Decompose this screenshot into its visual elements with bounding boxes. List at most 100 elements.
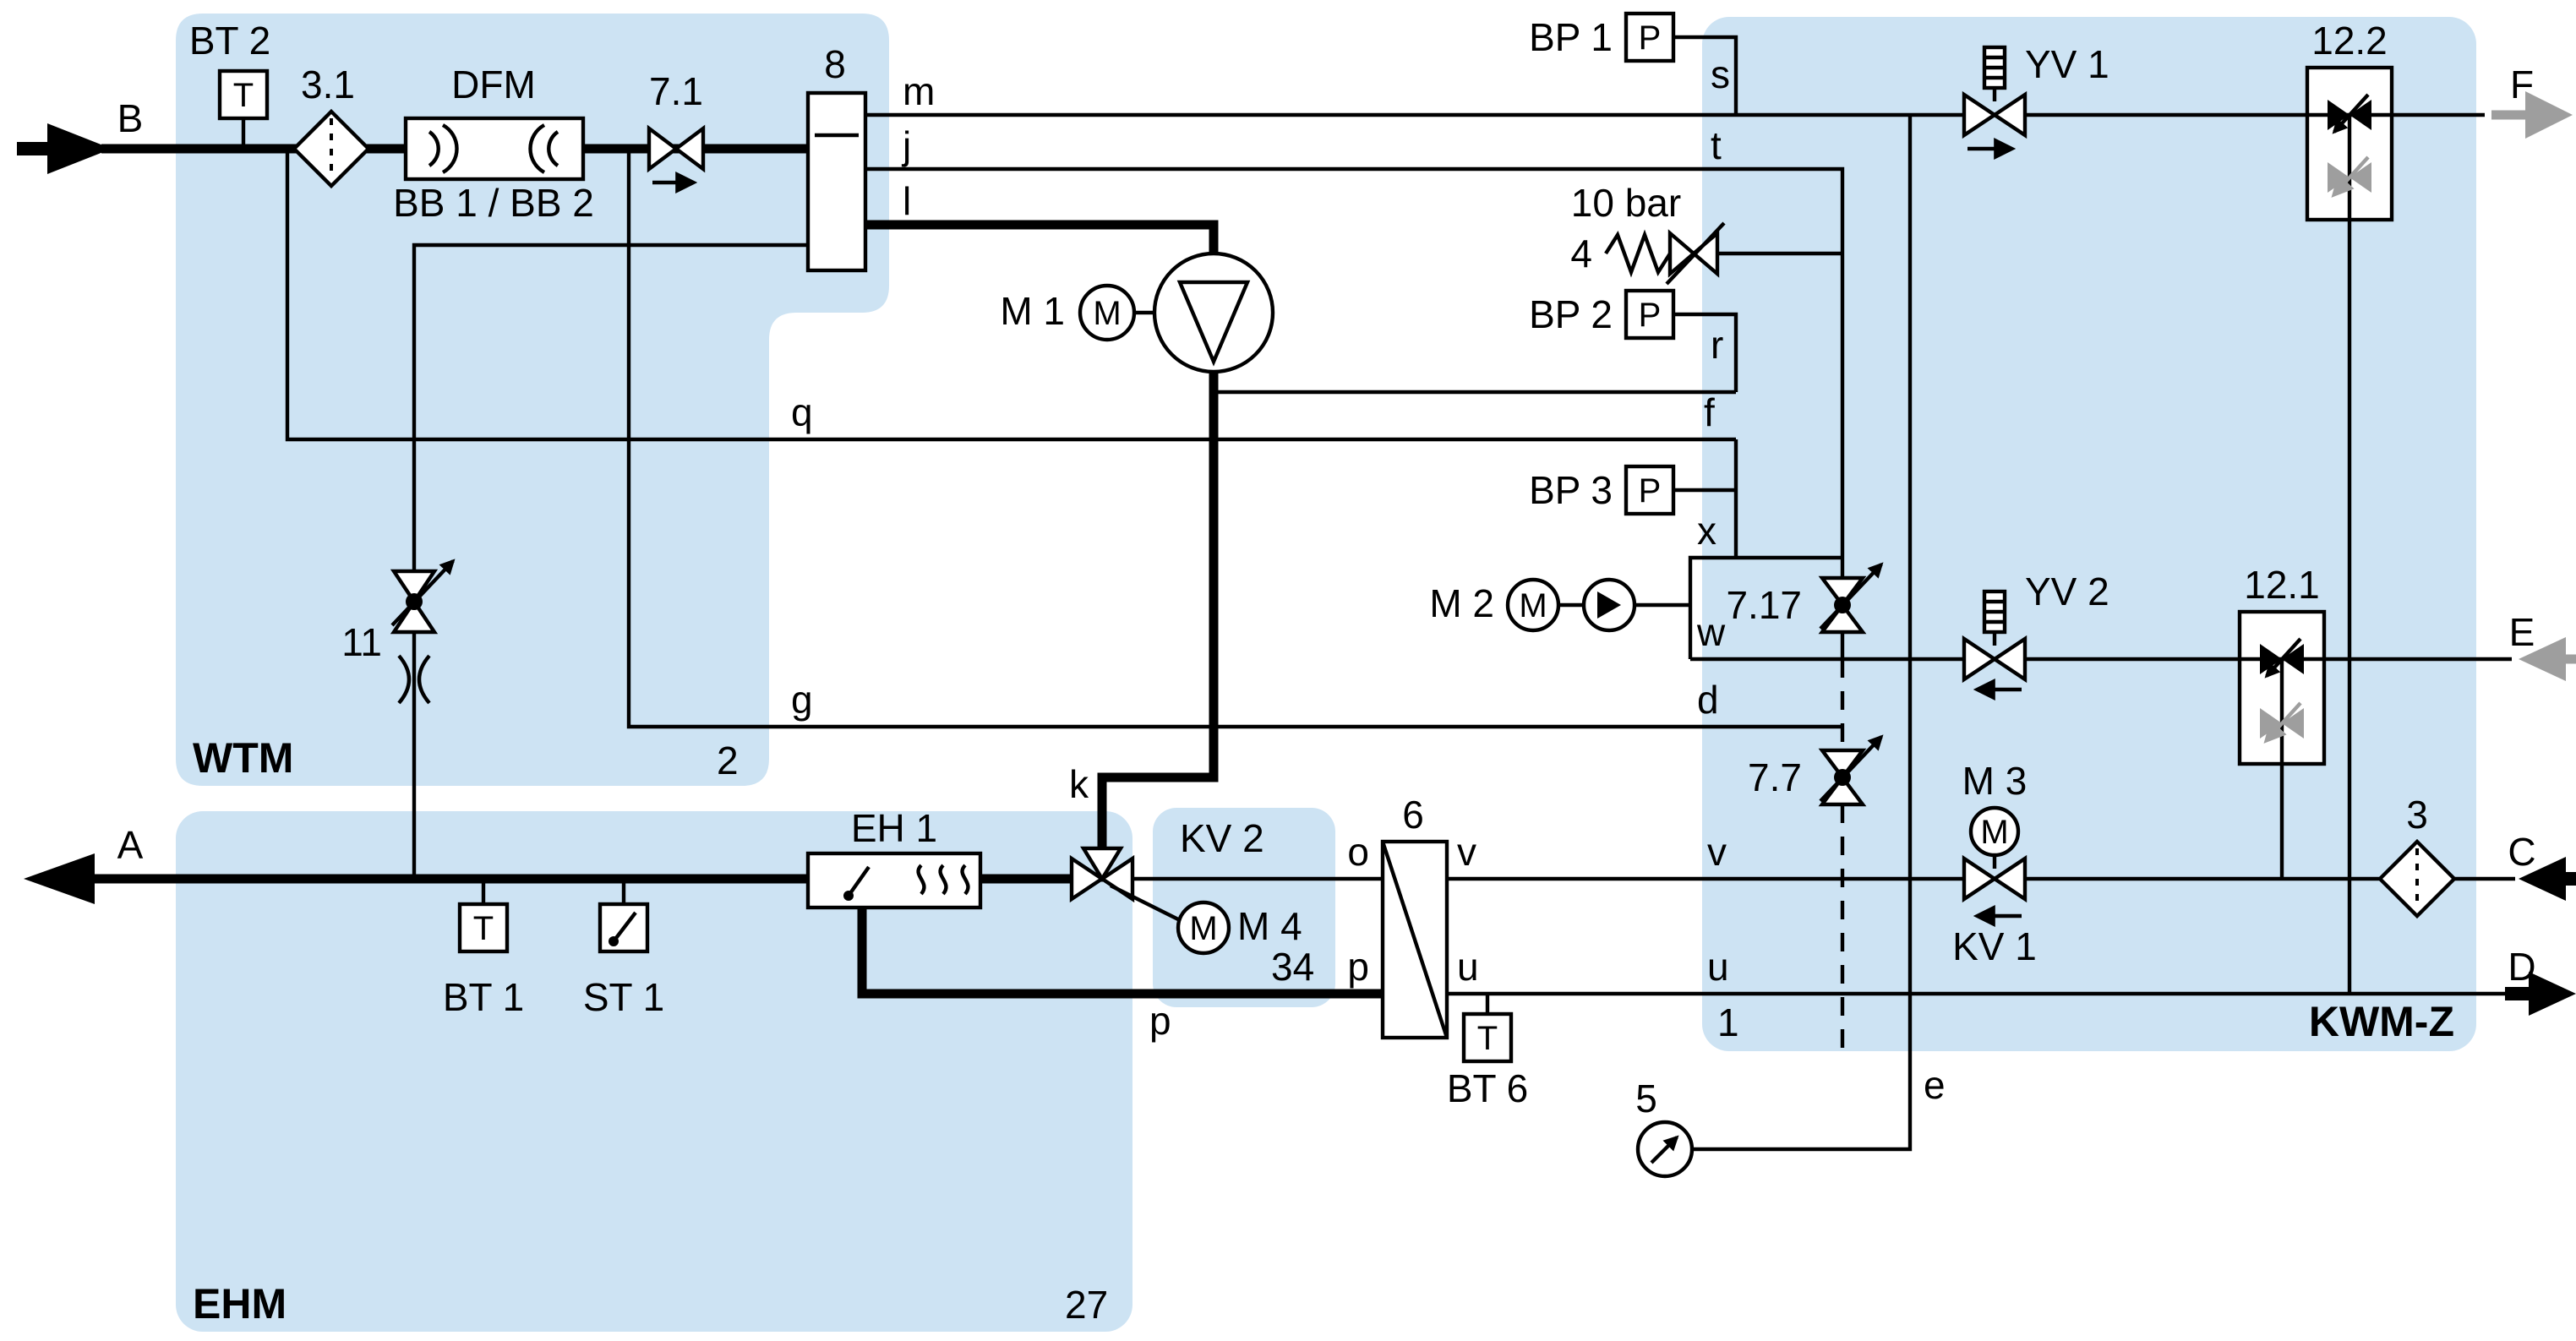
port-b-label: B bbox=[117, 96, 144, 140]
module-labels: WTM 2 EHM 27 KV 2 34 1 KWM-Z bbox=[193, 734, 2454, 1327]
m4-motor-symbol: M bbox=[1189, 910, 1217, 947]
temp-sensor-bt6: T BT 6 bbox=[1447, 1011, 1528, 1110]
strainer-3-1-label: 3.1 bbox=[301, 63, 355, 106]
point-d: d bbox=[1697, 678, 1719, 722]
pump-m2: M M 2 bbox=[1429, 577, 1637, 633]
separator-8: 8 bbox=[805, 42, 868, 273]
point-u-boundary: u bbox=[1707, 945, 1729, 989]
port-labels: B A F E C D bbox=[117, 63, 2536, 989]
module-kv2-label: KV 2 bbox=[1180, 816, 1264, 860]
strainer-3-label: 3 bbox=[2406, 793, 2428, 837]
valve-7-17-label: 7.17 bbox=[1726, 583, 1802, 627]
arrow-inlet-b bbox=[17, 123, 112, 174]
bt6-label: BT 6 bbox=[1447, 1066, 1528, 1110]
point-k: k bbox=[1069, 762, 1089, 806]
pressure-sensor-bp2: P BP 2 bbox=[1529, 288, 1738, 392]
pressure-sensor-bp3: P BP 3 bbox=[1529, 464, 1736, 516]
exchanger-6-label: 6 bbox=[1402, 793, 1424, 837]
backflow-unit-12-1: 12.1 bbox=[2237, 563, 2327, 766]
point-p: p bbox=[1347, 945, 1369, 989]
unit-12-1-label: 12.1 bbox=[2244, 563, 2320, 607]
bp1-symbol: P bbox=[1639, 19, 1662, 57]
bp3-symbol: P bbox=[1639, 472, 1662, 510]
bt1-symbol: T bbox=[473, 910, 494, 947]
arrow-outlet-a bbox=[24, 853, 95, 904]
heat-exchanger-6: 6 bbox=[1380, 793, 1449, 1040]
module-ehm-label: EHM bbox=[193, 1280, 287, 1327]
point-q: q bbox=[791, 390, 813, 434]
unit-12-2-label: 12.2 bbox=[2311, 19, 2388, 63]
region-wtm bbox=[176, 14, 889, 786]
temp-limiter-st1: ST 1 bbox=[583, 902, 664, 1019]
module-wtm-label: WTM bbox=[193, 734, 293, 782]
strainer-3: 3 bbox=[2377, 793, 2458, 919]
solenoid-valve-yv2: YV 2 bbox=[1962, 570, 2109, 700]
point-v: v bbox=[1457, 830, 1476, 874]
m3-motor-symbol: M bbox=[1980, 814, 2008, 851]
m2-motor-symbol: M bbox=[1519, 587, 1547, 624]
point-v-boundary: v bbox=[1707, 830, 1727, 874]
module-kwmz-label: KWM-Z bbox=[2309, 998, 2454, 1045]
bp3-label: BP 3 bbox=[1529, 468, 1613, 512]
bp1-label: BP 1 bbox=[1529, 15, 1613, 59]
point-l: l bbox=[903, 179, 911, 223]
gauge-5-label: 5 bbox=[1635, 1077, 1657, 1120]
arrow-inlet-e bbox=[2519, 637, 2576, 681]
valve-7-1: 7.1 bbox=[647, 69, 706, 194]
point-m: m bbox=[903, 69, 935, 113]
bp2-label: BP 2 bbox=[1529, 292, 1613, 336]
point-f: f bbox=[1704, 390, 1715, 434]
m2-label: M 2 bbox=[1429, 581, 1494, 625]
eh1-label: EH 1 bbox=[851, 806, 937, 850]
port-a-label: A bbox=[117, 823, 144, 867]
bt2-symbol: T bbox=[233, 77, 254, 114]
strainer-3-1: 3.1 bbox=[291, 63, 372, 189]
module-ehm-number: 27 bbox=[1065, 1283, 1108, 1327]
mixing-valve-kv2: M M 4 bbox=[1069, 846, 1302, 956]
pump-m1: M M 1 bbox=[1000, 251, 1275, 374]
heater-eh1: EH 1 bbox=[805, 806, 983, 910]
point-r: r bbox=[1711, 323, 1723, 367]
motor-valve-kv1: M M 3 KV 1 bbox=[1952, 759, 2037, 968]
m1-motor-symbol: M bbox=[1093, 295, 1121, 332]
module-wtm-number: 2 bbox=[717, 739, 739, 782]
bp2-symbol: P bbox=[1639, 297, 1662, 334]
region-ehm bbox=[176, 811, 1132, 1332]
valve-7-7-label: 7.7 bbox=[1748, 755, 1802, 799]
port-c-label: C bbox=[2508, 830, 2535, 874]
point-u: u bbox=[1457, 945, 1479, 989]
point-e: e bbox=[1924, 1063, 1946, 1107]
yv1-label: YV 1 bbox=[2025, 42, 2109, 86]
point-t: t bbox=[1711, 123, 1722, 167]
st1-label: ST 1 bbox=[583, 975, 664, 1019]
temp-sensor-bt1: T BT 1 bbox=[443, 902, 524, 1019]
arrow-outlet-f bbox=[2491, 91, 2573, 139]
point-s: s bbox=[1711, 52, 1730, 96]
dfm-label: DFM bbox=[451, 63, 536, 106]
safety-valve-4-label: 4 bbox=[1570, 232, 1592, 275]
point-j: j bbox=[901, 123, 911, 167]
m1-label: M 1 bbox=[1000, 289, 1065, 333]
bt6-symbol: T bbox=[1477, 1020, 1498, 1057]
module-kwmz-number: 1 bbox=[1717, 1000, 1739, 1044]
port-f-label: F bbox=[2510, 63, 2534, 106]
safety-valve-4: 10 bar 4 bbox=[1570, 181, 1726, 286]
flow-meter-dfm: DFM BB 1 / BB 2 bbox=[393, 63, 594, 225]
valve-7-1-label: 7.1 bbox=[649, 69, 703, 113]
point-w: w bbox=[1696, 610, 1726, 654]
port-d-label: D bbox=[2508, 945, 2535, 989]
point-g: g bbox=[791, 678, 813, 722]
yv2-label: YV 2 bbox=[2025, 570, 2109, 613]
valve-11: 11 bbox=[341, 559, 456, 705]
separator-8-label: 8 bbox=[824, 42, 846, 86]
arrow-inlet-c bbox=[2519, 857, 2576, 901]
solenoid-valve-yv1: YV 1 bbox=[1962, 42, 2109, 160]
m4-label: M 4 bbox=[1237, 904, 1302, 948]
kv1-label: KV 1 bbox=[1952, 924, 2037, 968]
port-e-label: E bbox=[2509, 610, 2535, 654]
module-kv2-number: 34 bbox=[1271, 945, 1314, 989]
arrow-outlet-d bbox=[2505, 972, 2576, 1016]
point-p-boundary: p bbox=[1149, 999, 1171, 1043]
temp-sensor-bt2: T BT 2 bbox=[189, 19, 270, 121]
